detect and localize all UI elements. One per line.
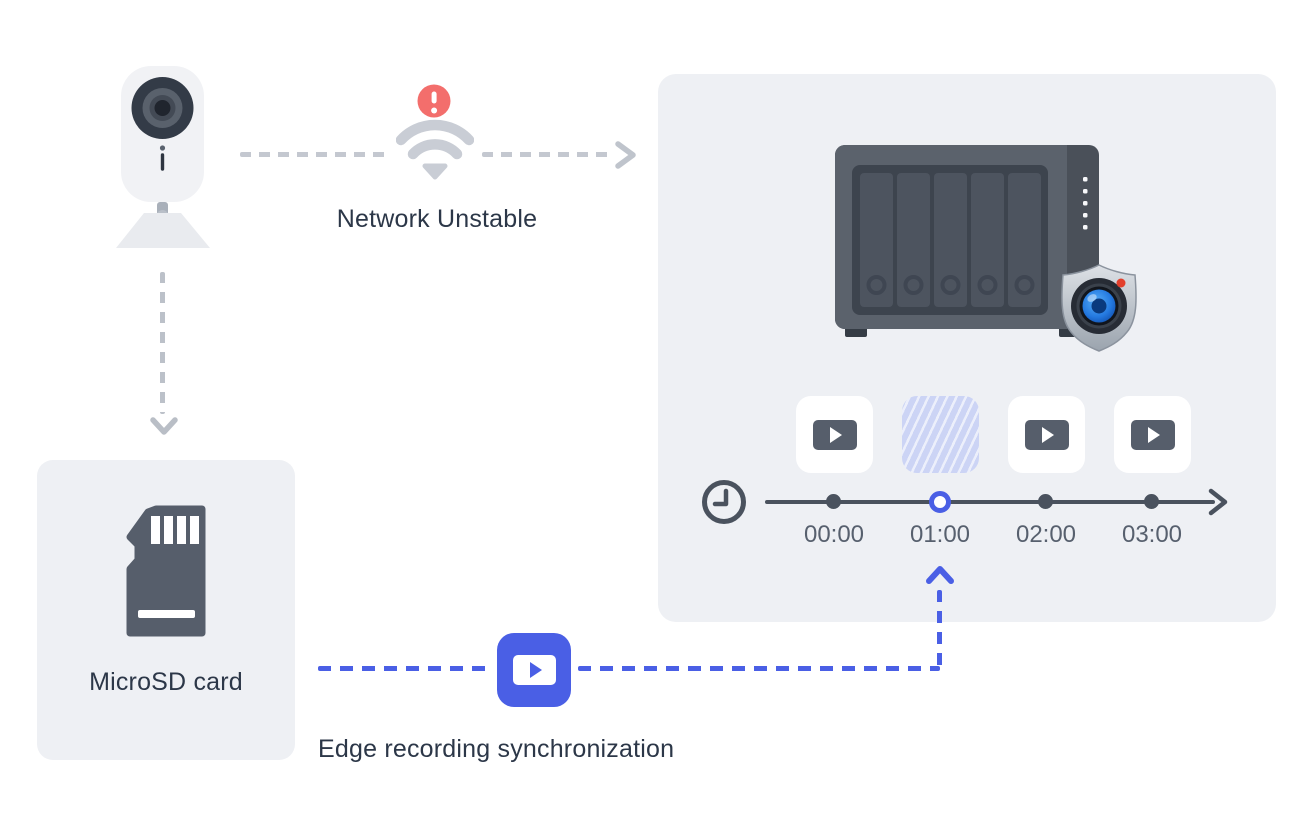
- timeline-dot-0000: [826, 494, 841, 509]
- tick-label-0300: 03:00: [1121, 521, 1183, 548]
- clock-icon: [702, 480, 746, 524]
- arrow-sd-to-timeline-segment-1: [318, 666, 494, 671]
- nas-icon: [835, 145, 1099, 337]
- timeline-dot-0100-missing: [929, 491, 951, 513]
- clip-tile-recorded: [1008, 396, 1085, 473]
- video-play-icon: [812, 419, 857, 450]
- network-unstable-label: Network Unstable: [336, 205, 538, 233]
- arrowhead-right-icon: [615, 141, 636, 169]
- video-play-icon: [1130, 419, 1175, 450]
- clip-tile-recorded: [1114, 396, 1191, 473]
- tick-label-0100: 01:00: [909, 521, 971, 548]
- clip-tile-missing: [902, 396, 979, 473]
- tick-label-0000: 00:00: [803, 521, 865, 548]
- timeline-axis: [765, 500, 1215, 504]
- arrow-camera-to-nas-segment-1: [240, 152, 392, 157]
- clip-tile-recorded: [796, 396, 873, 473]
- arrow-camera-to-nas-segment-2: [482, 152, 612, 157]
- wifi-icon: [396, 84, 474, 180]
- surveillance-station-icon: [1061, 264, 1137, 352]
- microsd-label: MicroSD card: [89, 668, 243, 696]
- arrowhead-down-icon: [150, 417, 178, 435]
- microsd-card-icon: [126, 505, 206, 637]
- alert-badge-icon: [417, 84, 451, 118]
- timeline-dot-0200: [1038, 494, 1053, 509]
- arrow-sd-to-timeline-vertical: [937, 590, 942, 668]
- timeline-arrowhead-icon: [1208, 488, 1228, 516]
- camera-icon: [116, 66, 210, 248]
- sync-play-icon: [497, 633, 571, 707]
- arrowhead-up-icon: [926, 566, 954, 584]
- arrow-sd-to-timeline-segment-2: [578, 666, 940, 671]
- nas-led-lights: [1083, 177, 1088, 230]
- sync-label: Edge recording synchronization: [318, 735, 675, 763]
- video-play-icon: [1024, 419, 1069, 450]
- tick-label-0200: 02:00: [1015, 521, 1077, 548]
- timeline-dot-0300: [1144, 494, 1159, 509]
- arrow-camera-to-sd: [160, 272, 165, 414]
